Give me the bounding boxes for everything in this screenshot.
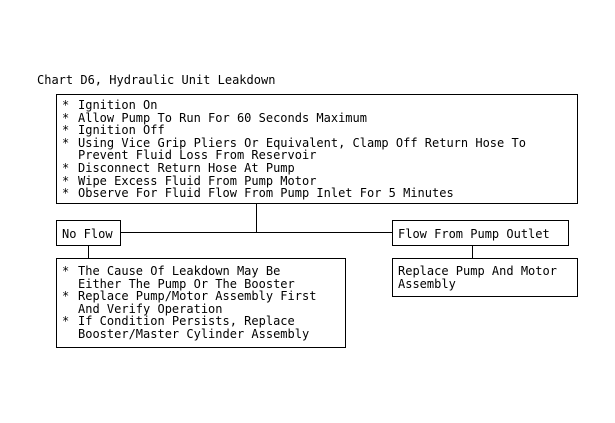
top-step: * Wipe Excess Fluid From Pump Motor bbox=[62, 173, 577, 188]
no-flow-result-box: * The Cause Of Leakdown May Be Either The… bbox=[56, 258, 346, 348]
bullet: * bbox=[62, 186, 70, 201]
result-line: Assembly bbox=[398, 276, 456, 291]
top-step: * Using Vice Grip Pliers Or Equivalent, C… bbox=[62, 137, 577, 150]
bullet: * bbox=[62, 173, 70, 188]
bullet: * bbox=[62, 123, 70, 138]
top-steps-box: * Ignition On * Allow Pump To Run For 60 S… bbox=[56, 94, 578, 204]
step-text: Disconnect Return Hose At Pump bbox=[78, 160, 295, 175]
bullet: * bbox=[62, 289, 70, 304]
step-continuation: Prevent Fluid Loss From Reservoir bbox=[78, 148, 317, 163]
result-line: Replace Pump And Motor bbox=[398, 264, 557, 278]
step-continuation: And Verify Operation bbox=[78, 301, 223, 316]
step-text: Ignition On bbox=[78, 98, 158, 112]
bullet: * bbox=[62, 314, 70, 329]
step-text: Replace Pump/Motor Assembly First bbox=[78, 289, 317, 304]
flow-result-box: Replace Pump And Motor Assembly bbox=[392, 258, 578, 297]
bullet: * bbox=[62, 110, 70, 125]
connector-left-down bbox=[88, 245, 89, 259]
connector-top-down bbox=[256, 203, 257, 233]
bullet: * bbox=[62, 160, 70, 175]
step-text: If Condition Persists, Replace bbox=[78, 314, 295, 329]
bullet: * bbox=[62, 135, 70, 150]
chart-title: Chart D6, Hydraulic Unit Leakdown bbox=[37, 73, 276, 87]
step-text: Wipe Excess Fluid From Pump Motor bbox=[78, 173, 317, 188]
flow-from-pump-outlet-box: Flow From Pump Outlet bbox=[392, 220, 569, 246]
bullet: * bbox=[62, 98, 70, 112]
step-text: Using Vice Grip Pliers Or Equivalent, Cl… bbox=[78, 135, 526, 150]
connector-right-down bbox=[472, 245, 473, 259]
result-step: * If Condition Persists, Replace bbox=[62, 315, 345, 328]
flow-label: Flow From Pump Outlet bbox=[398, 227, 550, 241]
connector-horizontal bbox=[120, 232, 393, 233]
top-step: * Observe For Fluid Flow From Pump Inlet … bbox=[62, 187, 577, 200]
step-text: Allow Pump To Run For 60 Seconds Maximum bbox=[78, 110, 367, 125]
top-step: * Disconnect Return Hose At Pump bbox=[62, 162, 577, 175]
step-text: Observe For Fluid Flow From Pump Inlet F… bbox=[78, 186, 454, 201]
bullet: * bbox=[62, 264, 70, 278]
top-step: * Allow Pump To Run For 60 Seconds Maximu… bbox=[62, 110, 577, 125]
no-flow-label: No Flow bbox=[62, 227, 113, 241]
step-text: Ignition Off bbox=[78, 123, 165, 138]
no-flow-box: No Flow bbox=[56, 220, 121, 246]
top-step: * Ignition Off bbox=[62, 124, 577, 137]
top-step: * Ignition On bbox=[62, 99, 577, 112]
step-text: The Cause Of Leakdown May Be bbox=[78, 264, 281, 278]
step-continuation: Booster/Master Cylinder Assembly bbox=[78, 326, 310, 341]
step-continuation: Either The Pump Or The Booster bbox=[78, 276, 295, 291]
result-step: * The Cause Of Leakdown May Be bbox=[62, 265, 345, 278]
result-step: * Replace Pump/Motor Assembly First bbox=[62, 290, 345, 303]
